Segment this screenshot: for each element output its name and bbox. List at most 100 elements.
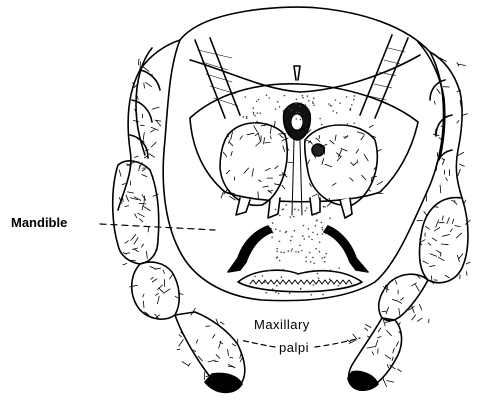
seta bbox=[337, 156, 341, 161]
seta bbox=[231, 132, 233, 140]
seta bbox=[330, 140, 334, 144]
stipple-dot bbox=[294, 208, 296, 210]
stipple-dot bbox=[311, 294, 313, 296]
stipple-dot bbox=[296, 272, 298, 274]
stipple-dot bbox=[291, 250, 293, 252]
stipple-dot bbox=[298, 209, 300, 211]
stipple-dot bbox=[295, 251, 297, 253]
seta bbox=[447, 217, 450, 223]
seta bbox=[226, 170, 230, 174]
seta bbox=[230, 357, 233, 358]
seta bbox=[150, 130, 154, 132]
stipple-dot bbox=[324, 261, 326, 263]
seta bbox=[369, 125, 373, 127]
seta bbox=[398, 369, 402, 372]
stipple-dot bbox=[336, 112, 338, 114]
stipple-dot bbox=[320, 206, 322, 208]
seta bbox=[156, 121, 160, 126]
seta bbox=[446, 178, 448, 181]
stipple-dot bbox=[279, 260, 281, 262]
seta bbox=[430, 254, 437, 257]
stipple-dot bbox=[253, 113, 255, 115]
seta bbox=[208, 360, 215, 362]
stipple-dot bbox=[246, 116, 248, 118]
seta bbox=[378, 328, 380, 332]
seta bbox=[457, 121, 459, 124]
stipple-dot bbox=[306, 207, 308, 209]
seta bbox=[396, 281, 398, 285]
seta bbox=[264, 138, 265, 144]
stipple-dot bbox=[293, 216, 295, 218]
stipple-dot bbox=[315, 225, 317, 227]
stipple-dot bbox=[296, 112, 298, 114]
stipple-dot bbox=[279, 106, 281, 108]
stipple-dot bbox=[302, 235, 304, 237]
seta bbox=[182, 362, 189, 366]
median-tick bbox=[294, 66, 300, 80]
seta bbox=[140, 219, 143, 222]
seta bbox=[322, 159, 324, 165]
stipple-dot bbox=[279, 215, 281, 217]
stipple-dot bbox=[308, 109, 310, 111]
seta bbox=[451, 201, 455, 202]
seta bbox=[244, 168, 249, 173]
seta bbox=[423, 261, 428, 264]
seta bbox=[283, 146, 285, 152]
stipple-dot bbox=[299, 245, 301, 247]
stipple-dot bbox=[317, 234, 319, 236]
seta bbox=[150, 267, 156, 270]
seta bbox=[367, 347, 375, 349]
seta bbox=[327, 202, 332, 207]
seta bbox=[442, 216, 443, 220]
seta bbox=[158, 285, 163, 289]
left-maxillary-palp bbox=[113, 161, 245, 393]
stipple-dot bbox=[283, 110, 285, 112]
seta bbox=[196, 340, 198, 343]
seta bbox=[130, 285, 138, 287]
seta bbox=[157, 296, 159, 303]
stipple-dot bbox=[311, 239, 313, 241]
seta bbox=[425, 226, 429, 229]
stipple-dot bbox=[307, 95, 309, 97]
seta bbox=[392, 299, 395, 301]
stipple-dot bbox=[256, 121, 258, 123]
stipple-dot bbox=[258, 99, 260, 101]
seta bbox=[459, 254, 463, 259]
seta bbox=[319, 135, 320, 138]
stipple-dot bbox=[268, 97, 270, 99]
stipple-dot bbox=[302, 97, 304, 99]
seta bbox=[159, 288, 164, 293]
stipple-dot bbox=[351, 104, 353, 106]
seta bbox=[206, 376, 209, 377]
seta bbox=[232, 344, 235, 346]
stipple-dot bbox=[308, 228, 310, 230]
stipple-dot bbox=[246, 118, 248, 120]
seta bbox=[240, 358, 242, 362]
seta bbox=[308, 160, 310, 164]
seta bbox=[366, 325, 372, 328]
seta bbox=[430, 265, 435, 266]
seta bbox=[387, 381, 394, 383]
stipple-dot bbox=[291, 248, 293, 250]
stipple-dot bbox=[300, 288, 302, 290]
seta bbox=[467, 272, 468, 276]
stipple-dot bbox=[275, 228, 277, 230]
stipple-dot bbox=[310, 261, 312, 263]
stipple-dot bbox=[329, 217, 331, 219]
seta bbox=[142, 169, 145, 171]
seta bbox=[385, 355, 391, 359]
seta bbox=[247, 133, 254, 134]
stipple-dot bbox=[290, 216, 292, 218]
seta bbox=[230, 143, 233, 146]
seta bbox=[220, 322, 224, 324]
palpi-leader-left bbox=[240, 340, 275, 347]
stipple-dot bbox=[299, 105, 301, 107]
stipple-dot bbox=[326, 253, 328, 255]
seta bbox=[460, 164, 465, 166]
seta bbox=[445, 275, 449, 278]
seta bbox=[261, 125, 266, 126]
stipple-dot bbox=[353, 122, 355, 124]
seta bbox=[170, 275, 173, 279]
seta bbox=[458, 64, 466, 65]
